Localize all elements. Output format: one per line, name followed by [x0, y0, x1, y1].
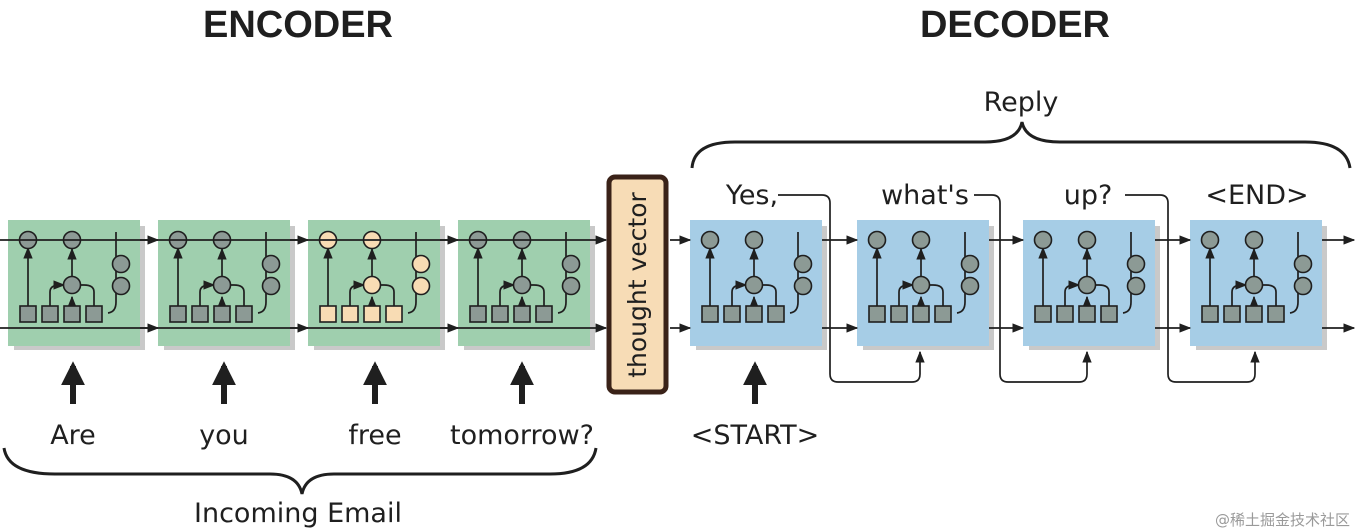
decoder-output-word: up? — [1064, 180, 1113, 211]
start-token: <START> — [691, 420, 820, 451]
encoder-cell-4 — [458, 220, 595, 350]
thought-vector-box — [606, 174, 669, 395]
encoder-input-word: free — [348, 420, 401, 451]
decoder-cell-2 — [857, 220, 994, 350]
encoder-cell-1 — [8, 220, 145, 350]
encoder-input-word: tomorrow? — [450, 420, 594, 451]
encoder-input-word: you — [199, 420, 249, 451]
decoder-output-word: what's — [881, 180, 969, 211]
encoder-input-word: Are — [50, 420, 96, 451]
encoder-cell-2 — [158, 220, 295, 350]
feedback-arrow-2 — [974, 194, 1092, 383]
feedback-arrow-1 — [778, 194, 925, 383]
decoder-cell-1 — [690, 220, 827, 350]
decoder-output-word: Yes, — [725, 180, 778, 211]
feedback-arrow-3 — [1125, 194, 1260, 383]
encoder-cell-3 — [308, 220, 445, 350]
decoder-output-word: <END> — [1205, 180, 1308, 211]
cells-layer — [8, 220, 1327, 350]
decoder-cell-4 — [1190, 220, 1327, 350]
decoder-cell-3 — [1023, 220, 1160, 350]
reply-label: Reply — [984, 87, 1059, 118]
reply-brace — [690, 121, 1352, 169]
thought-vector-label: thought vector — [623, 192, 652, 378]
labels-layer: Are you free tomorrow? <START> Yes, what's up? <… — [50, 180, 1308, 451]
encoder-title: ENCODER — [203, 4, 393, 46]
incoming-email-brace — [2, 447, 598, 495]
watermark: @稀土掘金技术社区 — [1215, 511, 1350, 529]
incoming-email-label: Incoming Email — [194, 498, 402, 529]
wires-layer — [0, 194, 1356, 404]
decoder-title: DECODER — [920, 4, 1110, 46]
